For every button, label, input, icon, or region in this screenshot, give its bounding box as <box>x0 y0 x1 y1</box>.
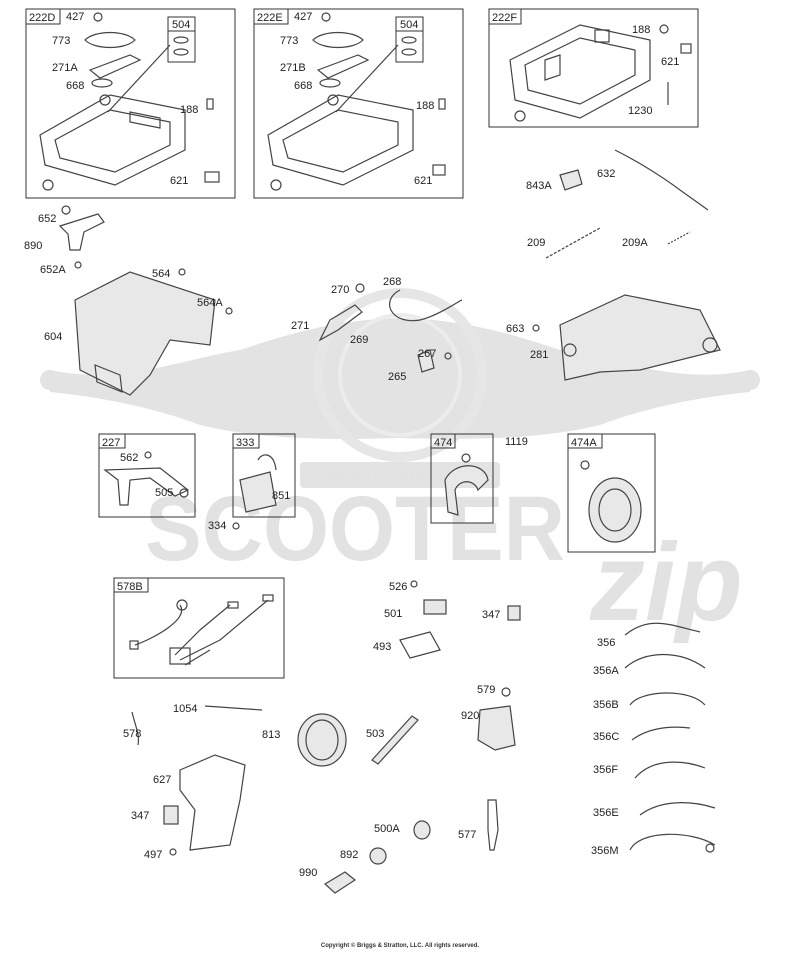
label-627: 627 <box>153 774 171 786</box>
label-493: 493 <box>373 641 391 653</box>
label-188: 188 <box>180 104 198 116</box>
box-label-474: 474 <box>434 437 452 449</box>
label-271B: 271B <box>280 62 306 74</box>
label-356: 356 <box>597 637 615 649</box>
label-1054: 1054 <box>173 703 197 715</box>
label-773: 773 <box>280 35 298 47</box>
box-222E: 222E 504 427 773 271B 668 188 621 <box>253 8 464 199</box>
label-1230: 1230 <box>628 105 652 117</box>
label-621: 621 <box>414 175 432 187</box>
spring-parts <box>545 149 709 259</box>
label-209: 209 <box>527 237 545 249</box>
box-label-333: 333 <box>236 437 254 449</box>
label-356E: 356E <box>593 807 619 819</box>
label-562: 562 <box>120 452 138 464</box>
label-652A: 652A <box>40 264 66 276</box>
label-356M: 356M <box>591 845 619 857</box>
label-652: 652 <box>38 213 56 225</box>
label-427: 427 <box>66 11 84 23</box>
label-356F: 356F <box>593 764 618 776</box>
label-501: 501 <box>384 608 402 620</box>
label-564A: 564A <box>197 297 223 309</box>
label-668: 668 <box>66 80 84 92</box>
label-773: 773 <box>52 35 70 47</box>
bracket-281-part <box>532 294 721 381</box>
label-579: 579 <box>477 684 495 696</box>
box-label-222F: 222F <box>492 12 517 24</box>
box-label-504: 504 <box>400 19 418 31</box>
label-843A: 843A <box>526 180 552 192</box>
label-427: 427 <box>294 11 312 23</box>
label-268: 268 <box>383 276 401 288</box>
box-227: 227 <box>98 433 196 518</box>
box-label-227: 227 <box>102 437 120 449</box>
box-474: 474 <box>430 433 494 524</box>
box-578B: 578B <box>113 577 285 679</box>
bracket-222F-part <box>509 24 692 122</box>
label-990: 990 <box>299 867 317 879</box>
label-188: 188 <box>632 24 650 36</box>
label-632: 632 <box>597 168 615 180</box>
box-label-222D: 222D <box>29 12 55 24</box>
middle-small-parts <box>399 580 521 659</box>
label-188: 188 <box>416 100 434 112</box>
label-356C: 356C <box>593 731 619 743</box>
label-663: 663 <box>506 323 524 335</box>
label-281: 281 <box>530 349 548 361</box>
label-813: 813 <box>262 729 280 741</box>
label-356B: 356B <box>593 699 619 711</box>
cover-604-part <box>74 268 233 396</box>
label-920: 920 <box>461 710 479 722</box>
label-577: 577 <box>458 829 476 841</box>
watermark-text: SCOOTER <box>145 478 565 580</box>
box-333: 333 <box>232 433 296 530</box>
label-271A: 271A <box>52 62 78 74</box>
copyright-notice: Copyright © Briggs & Stratton, LLC. All … <box>320 943 480 949</box>
label-526: 526 <box>389 581 407 593</box>
label-564: 564 <box>152 268 170 280</box>
bracket-652-part <box>58 205 105 269</box>
label-347: 347 <box>482 609 500 621</box>
box-label-578B: 578B <box>117 581 143 593</box>
label-500A: 500A <box>374 823 400 835</box>
label-668: 668 <box>294 80 312 92</box>
label-334: 334 <box>208 520 226 532</box>
box-label-504: 504 <box>172 19 190 31</box>
label-621: 621 <box>661 56 679 68</box>
label-892: 892 <box>340 849 358 861</box>
label-851: 851 <box>272 490 290 502</box>
label-265: 265 <box>388 371 406 383</box>
label-503: 503 <box>366 728 384 740</box>
label-269: 269 <box>350 334 368 346</box>
label-271: 271 <box>291 320 309 332</box>
box-222D: 222D 504 427 773 271A 668 188 621 <box>25 8 236 199</box>
label-604: 604 <box>44 331 62 343</box>
label-347: 347 <box>131 810 149 822</box>
bracket-222D-part <box>39 12 220 191</box>
lower-parts <box>131 687 516 894</box>
label-621: 621 <box>170 175 188 187</box>
wire-leads-part <box>624 622 716 853</box>
watermark-badge: BRIGGS & STRATTON <box>326 468 474 484</box>
label-356A: 356A <box>593 665 619 677</box>
label-1119: 1119 <box>505 436 528 448</box>
box-label-474A: 474A <box>571 437 597 449</box>
box-label-222E: 222E <box>257 12 283 24</box>
label-497: 497 <box>144 849 162 861</box>
label-270: 270 <box>331 284 349 296</box>
box-474A: 474A <box>567 433 656 553</box>
box-222F: 222F 188 621 1230 <box>488 8 699 128</box>
bracket-222E-part <box>267 12 446 191</box>
label-505: 505 <box>155 487 173 499</box>
label-209A: 209A <box>622 237 648 249</box>
label-578: 578 <box>123 728 141 740</box>
label-267: 267 <box>418 348 436 360</box>
throttle-cable-part <box>318 283 463 373</box>
label-890: 890 <box>24 240 42 252</box>
